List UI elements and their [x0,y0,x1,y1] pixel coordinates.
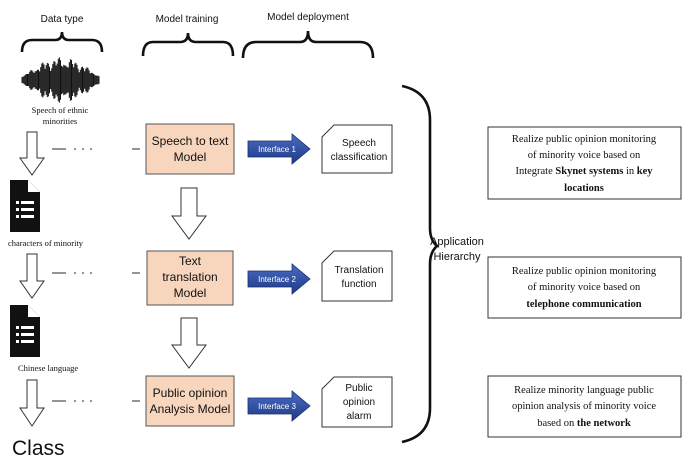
down-arrow-model-2 [171,317,207,369]
brace-data-type [20,31,104,53]
waveform-icon [21,57,100,103]
down-arrow-data-3 [19,379,45,427]
model-2-line1: Text [179,254,202,268]
model-1-line2: Model [174,150,207,164]
function-box-speech-classification: Speech classification [321,124,393,174]
chinese-label: Chinese language [18,363,78,373]
model-3-line2: Analysis Model [150,402,231,416]
function-1-line2: classification [331,152,388,163]
application-box-1: Realize public opinion monitoring of min… [487,126,682,200]
speech-label-line1: Speech of ethnic [32,105,89,115]
speech-label-line2: minorities [43,116,77,126]
interface-arrow-2: Interface 2 [247,263,311,295]
model-box-speech-to-text: Speech to text Model [145,123,235,175]
application-hierarchy-line2: Hierarchy [433,251,481,263]
brace-model-training [141,32,235,57]
model-2-line3: Model [174,286,207,300]
function-2-line1: Translation [334,265,383,276]
application-box-2: Realize public opinion monitoring of min… [487,256,682,319]
interface-arrow-3: Interface 3 [247,390,311,422]
app3-line3: based on the network [537,418,631,429]
interface-arrow-1: Interface 1 [247,133,311,165]
interface-1-label: Interface 1 [258,145,296,154]
app3-line1: Realize minority language public [514,385,654,396]
function-3-line3: alarm [346,411,371,422]
down-arrow-model-1 [171,187,207,240]
application-box-3: Realize minority language public opinion… [487,375,682,438]
model-3-line1: Public opinion [153,386,228,400]
app2-line3: telephone communication [526,299,641,310]
down-arrow-data-1 [19,131,45,176]
document-icon [10,180,40,232]
class-label: Class [12,437,65,460]
header-data-type: Data type [41,14,84,25]
app1-line3: Integrate Skynet systems in key [515,166,653,177]
app1-line1: Realize public opinion monitoring [512,134,657,145]
app2-line2: of minority voice based on [528,282,641,293]
characters-label: characters of minority [8,238,84,248]
function-3-line1: Public [345,383,372,394]
function-2-line2: function [341,279,376,290]
brace-model-deployment [241,30,375,59]
function-box-public-opinion-alarm: Public opinion alarm [321,376,393,428]
application-hierarchy-line1: Application [430,236,484,248]
model-1-line1: Speech to text [152,134,229,148]
function-1-line1: Speech [342,138,376,149]
app1-line4: locations [564,183,604,194]
down-arrow-data-2 [19,253,45,299]
header-model-training: Model training [156,14,219,25]
document-icon [10,305,40,357]
app3-line2: opinion analysis of minority voice [512,401,656,412]
app2-line1: Realize public opinion monitoring [512,266,657,277]
function-box-translation: Translation function [321,250,393,302]
interface-3-label: Interface 3 [258,402,296,411]
model-box-public-opinion: Public opinion Analysis Model [145,375,235,427]
model-2-line2: translation [162,270,217,284]
model-box-text-translation: Text translation Model [146,250,234,306]
function-3-line2: opinion [343,397,375,408]
app1-line2: of minority voice based on [528,150,641,161]
header-model-deployment: Model deployment [267,12,349,23]
application-brace [401,84,439,444]
interface-2-label: Interface 2 [258,275,296,284]
